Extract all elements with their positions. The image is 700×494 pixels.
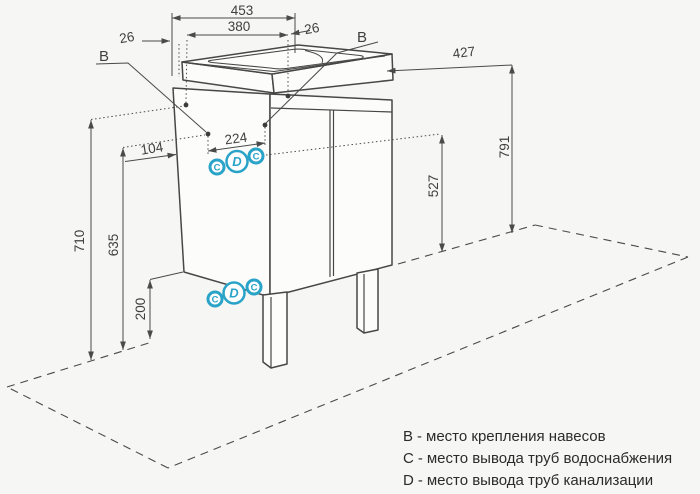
legend-separator: - <box>417 472 423 489</box>
basin-bowl-curve <box>304 50 324 64</box>
dim-635-label: 635 <box>106 234 121 257</box>
water-pipe-badge-letter: C <box>214 163 221 174</box>
floor-edge-front-right <box>167 256 689 469</box>
dim-791-label: 791 <box>497 136 512 159</box>
cabinet-left-panel <box>172 87 271 298</box>
floor-edge-back-left-b <box>397 224 536 265</box>
right-leg <box>356 268 379 334</box>
legend-text: место вывода труб канализации <box>426 472 654 489</box>
legend-key: B <box>403 428 414 445</box>
cabinet <box>172 87 393 369</box>
floor-edge-front-left <box>6 386 169 469</box>
hanger-point-rear-right <box>285 93 291 99</box>
leader-b-left <box>95 62 207 133</box>
legend-separator: - <box>417 428 423 445</box>
water-pipe-badge-icon <box>206 290 224 308</box>
dim-104-arrow <box>124 152 177 162</box>
leader-b-right <box>265 41 379 124</box>
drain-pipe-badge-letter: D <box>232 154 242 169</box>
front-leg <box>262 291 288 369</box>
cabinet-front-face <box>269 93 393 298</box>
dim-26R-label: 26 <box>303 20 320 37</box>
dotted-pipes-to-527 <box>265 133 441 156</box>
legend-item-water-supply: C-место вывода труб водоснабжения <box>403 448 676 470</box>
water-pipe-badge-icon <box>208 158 226 176</box>
hanger-point-rear-left <box>183 102 189 108</box>
water-pipe-badge-letter: C <box>253 152 260 163</box>
floor-edge-back-left-a <box>6 341 153 388</box>
hanger-label-right: B <box>357 29 367 46</box>
legend-item-sewerage: D-место вывода труб канализации <box>403 470 676 492</box>
basin-opening <box>207 48 364 70</box>
pipe-badges-upper: C D C <box>208 147 265 176</box>
drain-pipe-badge-icon <box>222 281 246 305</box>
dim-104-label: 104 <box>140 139 165 157</box>
legend-key: C <box>403 450 414 467</box>
dim-427-line <box>386 64 513 74</box>
drain-pipe-badge-icon <box>225 149 249 174</box>
dim-200-label: 200 <box>133 298 148 321</box>
legend-key: D <box>403 472 414 489</box>
legend: B-место крепления навесов C-место вывода… <box>403 426 676 492</box>
legend-text: место крепления навесов <box>426 428 606 445</box>
hanger-label-left: B <box>99 48 109 65</box>
dim-224-line <box>207 141 266 153</box>
dim-427-label: 427 <box>452 44 476 62</box>
dim-26L-label: 26 <box>118 29 135 46</box>
dim-380-label: 380 <box>228 19 251 34</box>
dimension-labels: 453 380 26 26 427 224 104 710 635 200 79… <box>72 3 512 320</box>
water-pipe-badge-icon <box>247 147 265 165</box>
basin-inner-rim <box>189 55 386 72</box>
hanger-point-front-left <box>205 131 211 137</box>
dotted-635-to-hanger <box>122 134 206 148</box>
water-pipe-badge-letter: C <box>212 295 219 306</box>
water-pipe-badge-letter: C <box>251 283 258 294</box>
dotted-710-to-hanger <box>90 105 185 120</box>
dim-224-label: 224 <box>224 129 249 147</box>
pipe-badges-lower: C D C <box>206 278 263 308</box>
cabinet-top-rail <box>270 107 393 113</box>
water-pipe-badge-icon <box>245 278 263 296</box>
dim-26R-arrow <box>290 29 311 36</box>
legend-text: место вывода труб водоснабжения <box>426 450 673 467</box>
dim-710-label: 710 <box>72 230 87 253</box>
dimension-lines <box>88 13 515 360</box>
dim-527-label: 527 <box>426 175 441 198</box>
hanger-points <box>183 93 291 137</box>
ref-200-top <box>149 271 184 280</box>
dim-453-label: 453 <box>231 3 254 18</box>
drain-pipe-badge-letter: D <box>229 286 239 301</box>
hanger-point-front-right <box>262 122 268 128</box>
legend-separator: - <box>417 450 423 467</box>
floor-edge-back-right <box>534 224 689 258</box>
legend-item-hangers: B-место крепления навесов <box>403 426 676 448</box>
